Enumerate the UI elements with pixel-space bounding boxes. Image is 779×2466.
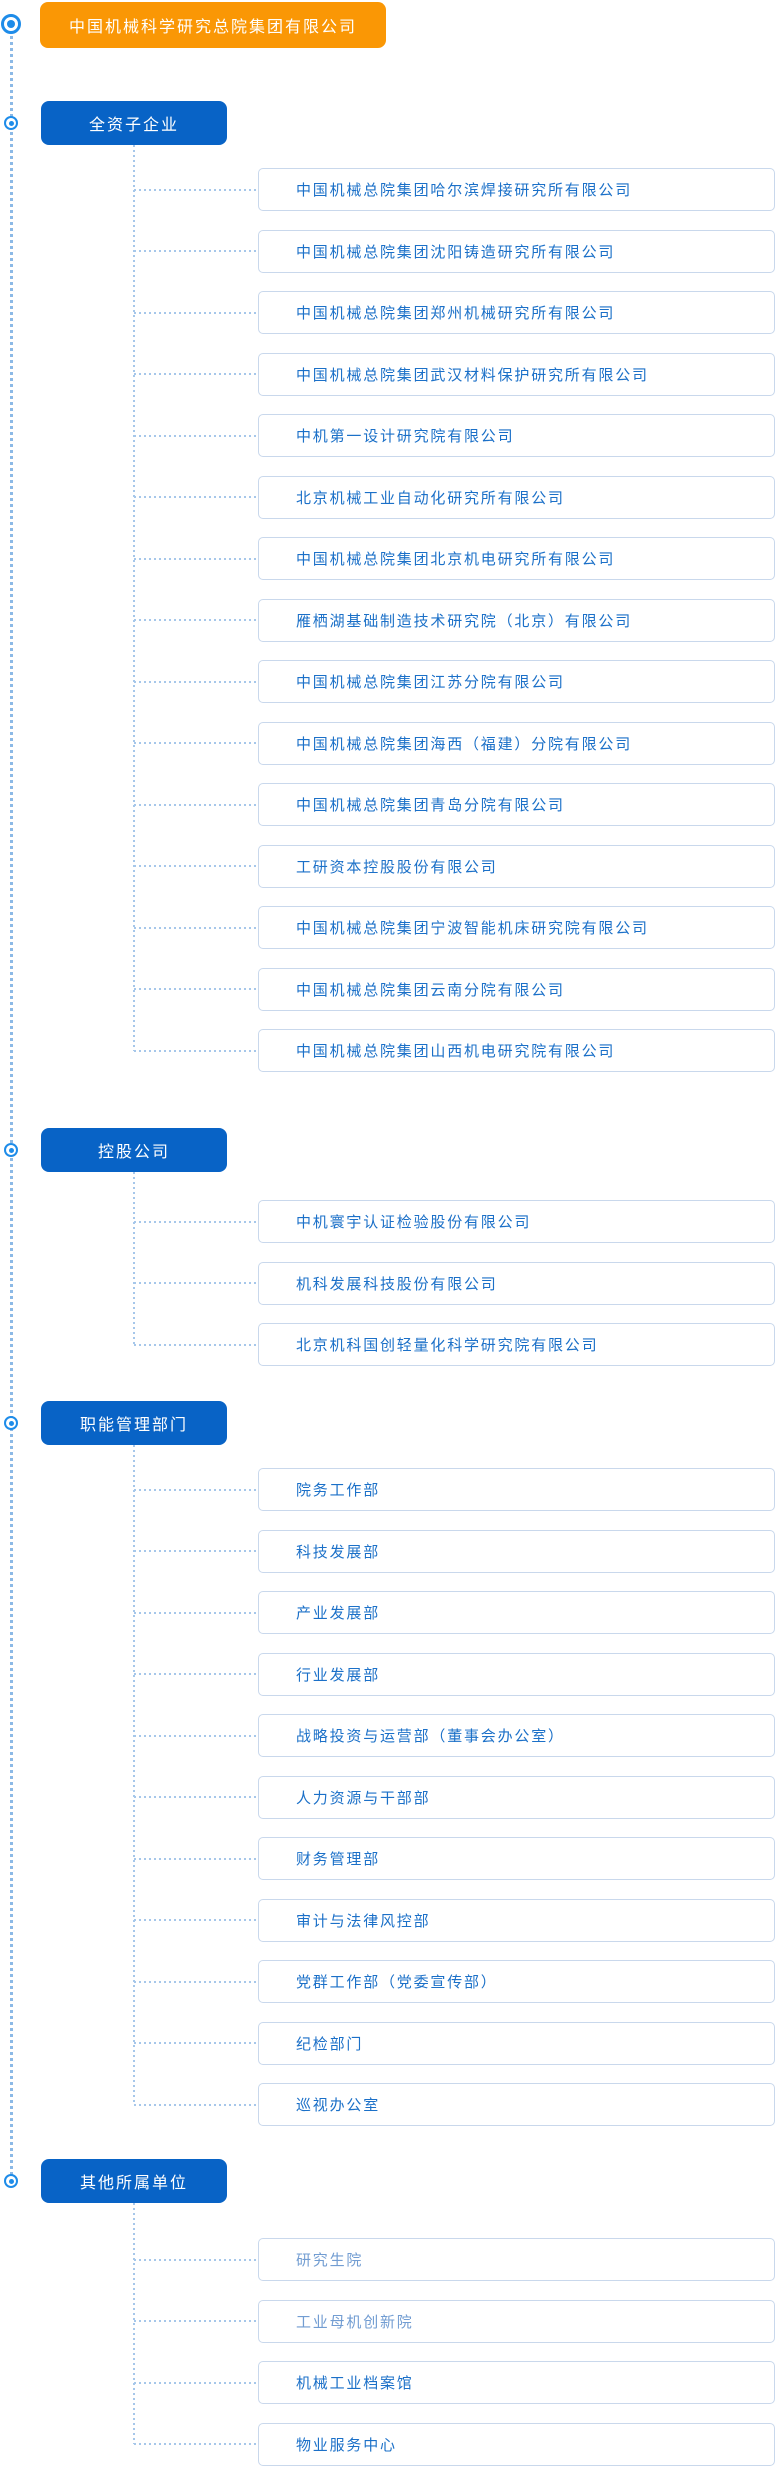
root-bullseye-icon	[1, 14, 21, 34]
leaf-connector-line	[134, 557, 258, 560]
leaf-connector-line	[134, 1796, 258, 1798]
org-item: 北京机械工业自动化研究所有限公司	[258, 475, 775, 519]
section-node-3: 职能管理部门	[41, 1401, 227, 1445]
org-item: 中机寰宇认证检验股份有限公司	[258, 1200, 775, 1243]
leaf-connector-line	[134, 2103, 258, 2106]
leaf-connector-line	[134, 1282, 258, 1284]
org-item: 中国机械总院集团江苏分院有限公司	[258, 660, 775, 703]
leaf-connector-line	[134, 2320, 258, 2322]
leaf-connector-line	[134, 1980, 258, 1983]
section-bullseye-icon	[4, 1416, 18, 1430]
org-item: 机械工业档案馆	[258, 2361, 775, 2404]
leaf-connector-line	[134, 742, 258, 744]
root-node: 中国机械科学研究总院集团有限公司	[40, 2, 386, 48]
org-item: 中机第一设计研究院有限公司	[258, 414, 775, 457]
leaf-connector-line	[134, 803, 258, 806]
leaf-connector-line	[134, 1919, 258, 1921]
org-item: 中国机械总院集团郑州机械研究所有限公司	[258, 291, 775, 334]
org-item: 工研资本控股股份有限公司	[258, 844, 775, 888]
org-item: 审计与法律风控部	[258, 1898, 775, 1942]
org-item: 中国机械总院集团武汉材料保护研究所有限公司	[258, 352, 775, 396]
leaf-connector-line	[134, 865, 258, 867]
leaf-connector-line	[134, 2443, 258, 2445]
org-item: 党群工作部（党委宣传部）	[258, 1960, 775, 2003]
org-item: 中国机械总院集团山西机电研究院有限公司	[258, 1029, 775, 1072]
leaf-connector-line	[134, 2381, 258, 2384]
org-item: 人力资源与干部部	[258, 1775, 775, 1819]
section-child-rail	[133, 145, 135, 1051]
org-item: 研究生院	[258, 2238, 775, 2281]
org-item: 巡视办公室	[258, 2083, 775, 2126]
leaf-connector-line	[134, 1343, 258, 1346]
leaf-connector-line	[134, 2042, 258, 2044]
leaf-connector-line	[134, 619, 258, 621]
leaf-connector-line	[134, 988, 258, 990]
leaf-connector-line	[134, 1857, 258, 1860]
leaf-connector-line	[134, 1220, 258, 1223]
org-item: 雁栖湖基础制造技术研究院（北京）有限公司	[258, 598, 775, 642]
org-item: 中国机械总院集团云南分院有限公司	[258, 967, 775, 1011]
org-item: 中国机械总院集团青岛分院有限公司	[258, 783, 775, 826]
root-connector-rail	[10, 24, 13, 2181]
section-node-2: 控股公司	[41, 1128, 227, 1172]
leaf-connector-line	[134, 496, 258, 498]
leaf-connector-line	[134, 1049, 258, 1052]
org-item: 中国机械总院集团哈尔滨焊接研究所有限公司	[258, 168, 775, 211]
section-bullseye-icon	[4, 2174, 18, 2188]
leaf-connector-line	[134, 926, 258, 929]
section-child-rail	[133, 1172, 135, 1345]
leaf-connector-line	[134, 311, 258, 314]
leaf-connector-line	[134, 1550, 258, 1552]
org-item: 中国机械总院集团沈阳铸造研究所有限公司	[258, 229, 775, 273]
leaf-connector-line	[134, 1488, 258, 1491]
section-bullseye-icon	[4, 116, 18, 130]
org-item: 北京机科国创轻量化科学研究院有限公司	[258, 1323, 775, 1366]
section-bullseye-icon	[4, 1143, 18, 1157]
org-item: 科技发展部	[258, 1529, 775, 1573]
org-item: 中国机械总院集团宁波智能机床研究院有限公司	[258, 906, 775, 949]
section-child-rail	[133, 2203, 135, 2444]
leaf-connector-line	[134, 434, 258, 437]
org-item: 机科发展科技股份有限公司	[258, 1261, 775, 1305]
section-child-rail	[133, 1445, 135, 2105]
org-item: 中国机械总院集团北京机电研究所有限公司	[258, 537, 775, 580]
leaf-connector-line	[134, 1734, 258, 1737]
org-item: 纪检部门	[258, 2021, 775, 2065]
root-node-label: 中国机械科学研究总院集团有限公司	[68, 19, 357, 36]
leaf-connector-line	[134, 1611, 258, 1614]
section-node-1: 全资子企业	[41, 101, 227, 145]
org-item: 工业母机创新院	[258, 2299, 775, 2343]
leaf-connector-line	[134, 373, 258, 375]
org-item: 中国机械总院集团海西（福建）分院有限公司	[258, 721, 775, 765]
org-item: 行业发展部	[258, 1652, 775, 1696]
org-item: 院务工作部	[258, 1468, 775, 1511]
leaf-connector-line	[134, 188, 258, 191]
leaf-connector-line	[134, 680, 258, 683]
org-item: 物业服务中心	[258, 2422, 775, 2466]
org-item: 财务管理部	[258, 1837, 775, 1880]
org-item: 战略投资与运营部（董事会办公室）	[258, 1714, 775, 1757]
leaf-connector-line	[134, 250, 258, 252]
section-node-4: 其他所属单位	[41, 2159, 227, 2203]
org-item: 产业发展部	[258, 1591, 775, 1634]
leaf-connector-line	[134, 2258, 258, 2261]
leaf-connector-line	[134, 1673, 258, 1675]
